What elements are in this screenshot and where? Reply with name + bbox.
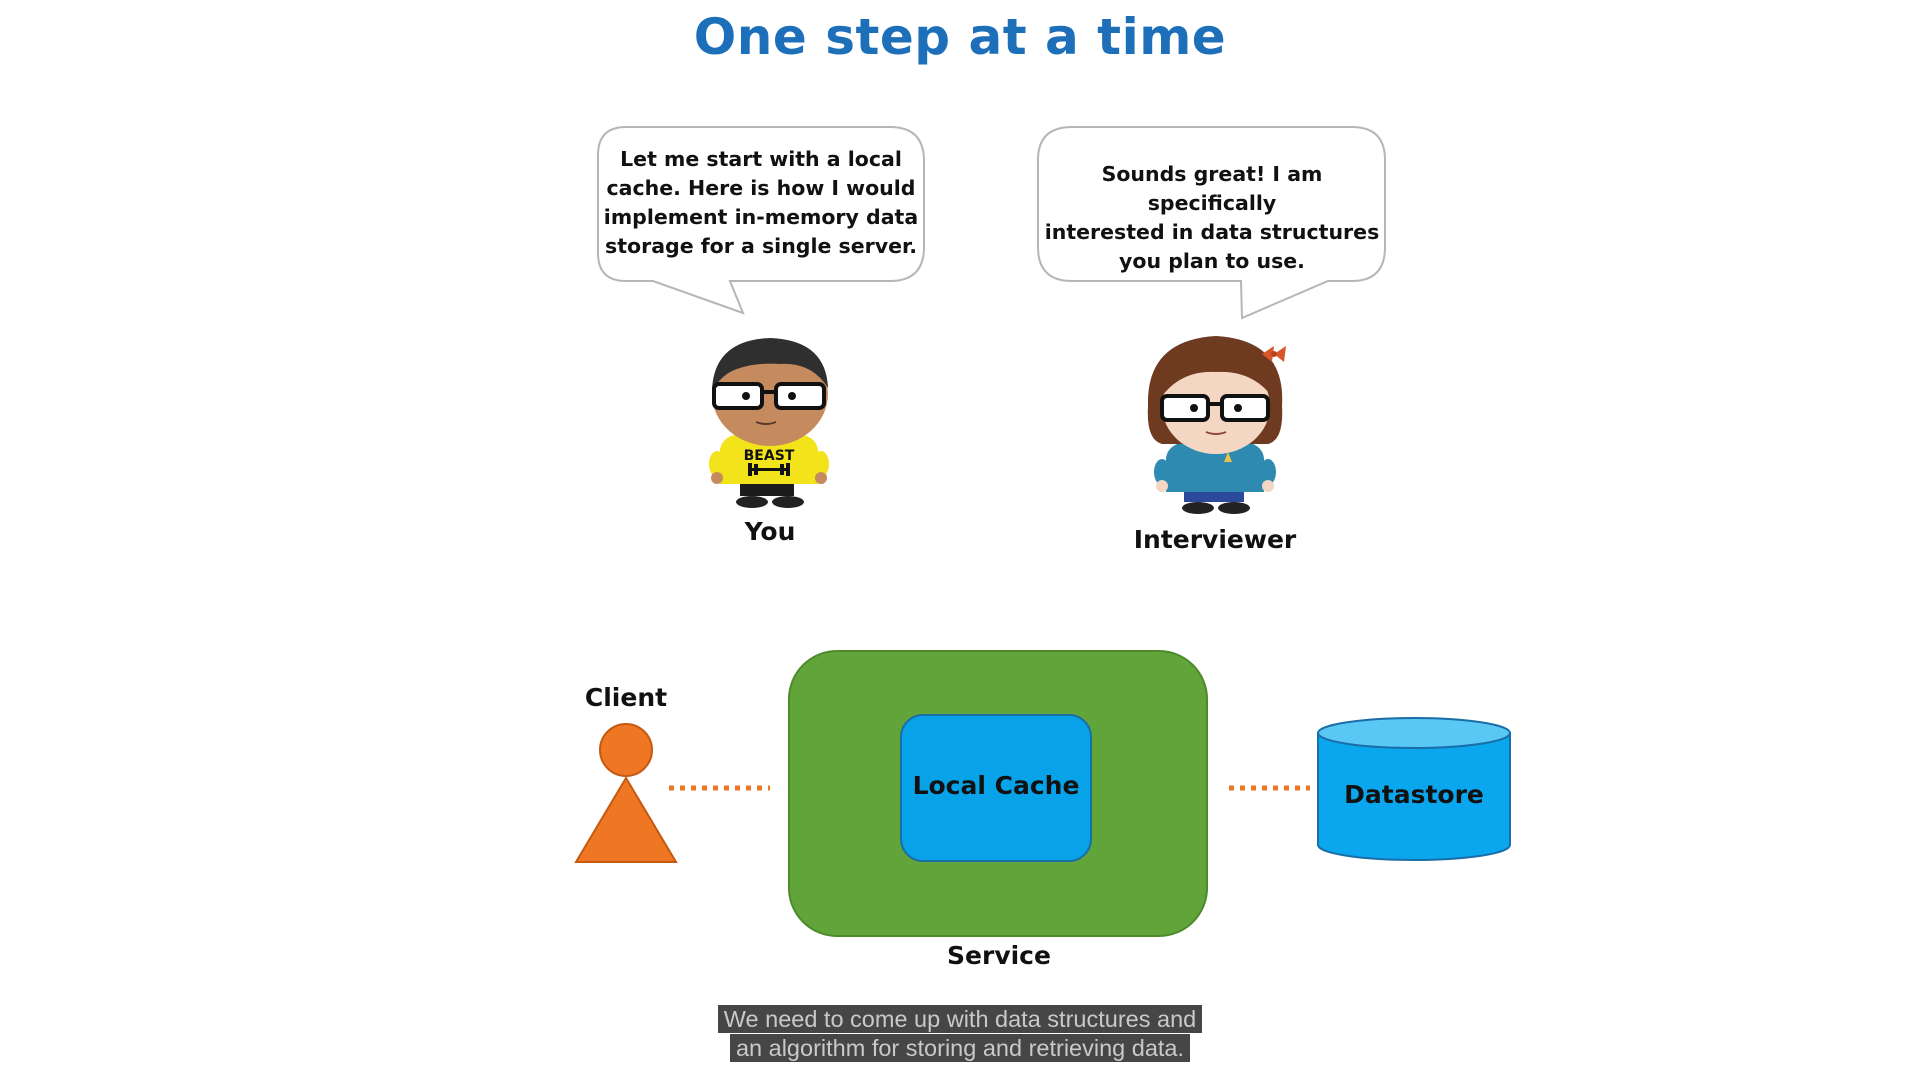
speech-line: interested in data structures bbox=[1044, 220, 1380, 244]
local-cache-box bbox=[900, 714, 1092, 862]
caption-line: We need to come up with data structures … bbox=[717, 1005, 1203, 1033]
caption-line: an algorithm for storing and retrieving … bbox=[729, 1034, 1191, 1062]
speech-line: storage for a single server. bbox=[605, 234, 917, 258]
speech-line: you plan to use. bbox=[1119, 249, 1305, 273]
client-head-shape bbox=[599, 723, 653, 777]
you-label: You bbox=[744, 517, 796, 546]
you-character-illustration: BEAST bbox=[709, 338, 829, 508]
datastore-cylinder-top bbox=[1317, 717, 1511, 749]
video-caption: We need to come up with data structures … bbox=[0, 1005, 1920, 1063]
interviewer-character-illustration bbox=[1147, 336, 1286, 514]
client-label: Client bbox=[584, 683, 668, 712]
speech-line: Let me start with a local bbox=[620, 147, 902, 171]
you-speech-bubble bbox=[597, 126, 925, 315]
datastore-cylinder-body bbox=[1317, 732, 1511, 861]
interviewer-speech-bubble bbox=[1037, 126, 1386, 320]
speech-line: cache. Here is how I would bbox=[606, 176, 916, 200]
client-body-shape bbox=[574, 776, 678, 863]
slide-title: One step at a time bbox=[693, 8, 1227, 66]
interviewer-speech-text: Sounds great! I am specifically interest… bbox=[1040, 160, 1384, 276]
local-cache-label: Local Cache bbox=[912, 771, 1080, 800]
interviewer-label: Interviewer bbox=[1133, 525, 1297, 554]
service-label: Service bbox=[947, 941, 1051, 970]
speech-line: implement in-memory data bbox=[603, 205, 919, 229]
svg-text:BEAST: BEAST bbox=[744, 448, 795, 464]
datastore-label: Datastore bbox=[1344, 780, 1484, 809]
you-speech-text: Let me start with a local cache. Here is… bbox=[600, 145, 922, 261]
speech-line: Sounds great! I am specifically bbox=[1101, 162, 1323, 215]
